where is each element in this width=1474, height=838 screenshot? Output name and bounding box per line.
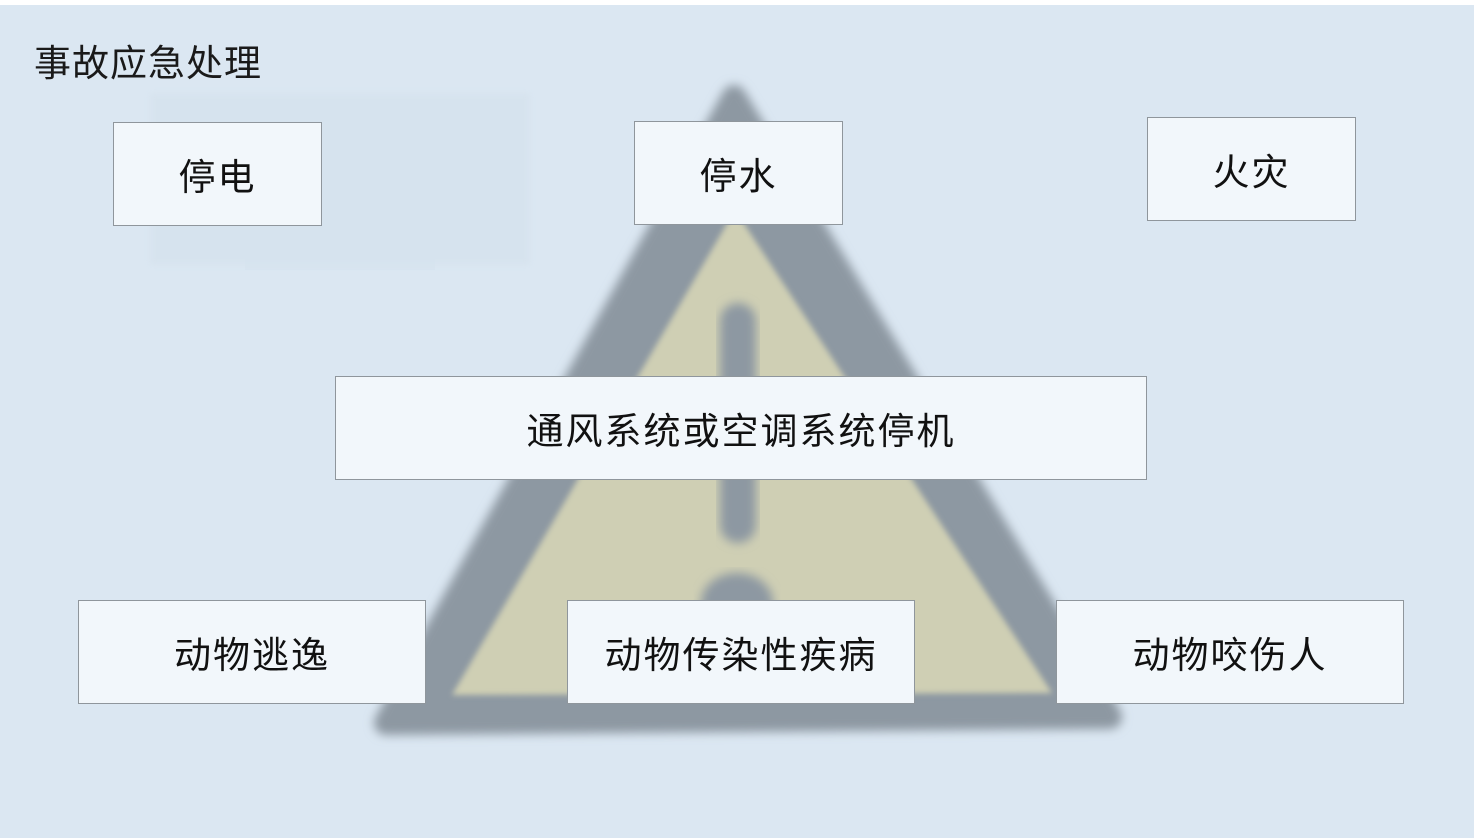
box-animal-bite: 动物咬伤人 (1056, 600, 1404, 704)
page-title: 事故应急处理 (34, 42, 262, 85)
box-hvac-shutdown: 通风系统或空调系统停机 (335, 376, 1147, 480)
box-label: 停水 (699, 155, 778, 198)
box-label: 动物传染性疾病 (604, 634, 878, 677)
box-water-outage: 停水 (634, 121, 843, 225)
slide: 事故应急处理 停电 停水 火灾 通风系统或空调系统停机 动物逃逸 动物传染性疾病… (0, 5, 1474, 838)
box-label: 停电 (178, 156, 257, 199)
box-animal-disease: 动物传染性疾病 (567, 600, 915, 704)
box-label: 火灾 (1212, 151, 1291, 194)
box-power-outage: 停电 (113, 122, 322, 226)
box-fire: 火灾 (1147, 117, 1356, 221)
box-label: 通风系统或空调系统停机 (526, 410, 956, 453)
box-label: 动物逃逸 (174, 634, 330, 677)
box-animal-escape: 动物逃逸 (78, 600, 426, 704)
box-label: 动物咬伤人 (1132, 634, 1328, 677)
